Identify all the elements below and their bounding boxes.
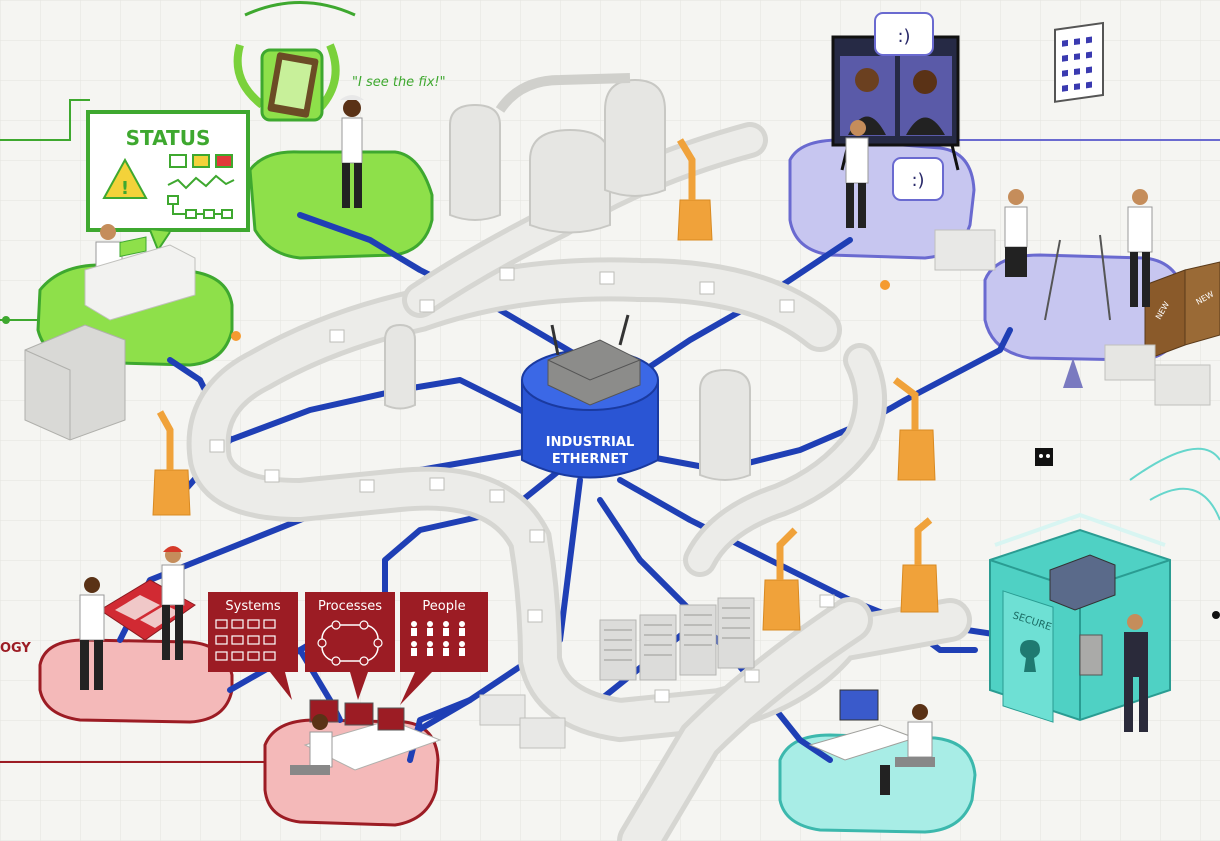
- left-edge-label-fragment: OGY: [0, 641, 31, 656]
- tablet-quote: "I see the fix!": [352, 75, 446, 90]
- people-panel: People: [400, 592, 488, 705]
- industrial-ethernet-hub: INDUSTRIAL ETHERNET: [521, 314, 659, 479]
- warning-triangle-icon: [102, 157, 148, 199]
- new-boxes: NEW NEW: [1063, 261, 1220, 406]
- systems-panel-title: Systems: [225, 599, 280, 614]
- access-terminal: [1079, 634, 1103, 676]
- status-board: STATUS !: [86, 110, 250, 253]
- systems-panel: Systems: [208, 592, 298, 700]
- keyhole-icon: [1020, 640, 1040, 672]
- processes-panel-title: Processes: [318, 599, 382, 614]
- chat-bubble-bottom-text: :): [911, 170, 924, 191]
- conveyor-crates: [209, 179, 835, 703]
- caller-avatar: [913, 70, 937, 94]
- people-icon-grid: [411, 621, 465, 656]
- monitor-ok-icon: [169, 154, 187, 168]
- hub-label-line1: INDUSTRIAL: [546, 435, 635, 450]
- worker-figures: [79, 95, 1153, 795]
- edge-node-dot: [2, 316, 10, 324]
- traffic-cone-icon: [1063, 358, 1083, 388]
- chat-bubble-top-text: :): [897, 26, 910, 47]
- chat-bubble-top: [874, 12, 934, 56]
- secure-vault: SECURE: [989, 512, 1171, 723]
- crate-stacks: [479, 229, 996, 749]
- monitor-warning-icon: [192, 154, 210, 168]
- processes-panel: Processes: [305, 592, 395, 700]
- server-rack-vents: [604, 607, 750, 661]
- control-desk: [303, 699, 442, 771]
- edge-node-dot: [1212, 611, 1220, 619]
- warning-beacons: [231, 280, 890, 341]
- planning-board: [1044, 21, 1111, 321]
- monitor-alert-icon: [215, 154, 233, 168]
- tablet-sync-callout: "I see the fix!": [233, 1, 446, 122]
- sync-arrow-icon: [233, 43, 265, 109]
- status-title: STATUS: [126, 126, 211, 150]
- storage-tanks: [384, 73, 751, 481]
- desk-monitor: [839, 689, 879, 721]
- svg-text:!: !: [121, 178, 129, 199]
- vault-server: [1049, 554, 1116, 611]
- chat-bubble-bottom: [892, 157, 944, 201]
- people-panel-title: People: [422, 599, 465, 614]
- status-graph: [167, 174, 235, 190]
- hub-label-line2: ETHERNET: [552, 452, 628, 467]
- robot-arms: [152, 138, 939, 631]
- hacker-icon: [1035, 448, 1053, 466]
- caller-avatar: [855, 68, 879, 92]
- outer-connector-lines: [0, 99, 1220, 763]
- sync-arrow-icon: [316, 43, 340, 111]
- electrical-cabinet: [24, 324, 126, 441]
